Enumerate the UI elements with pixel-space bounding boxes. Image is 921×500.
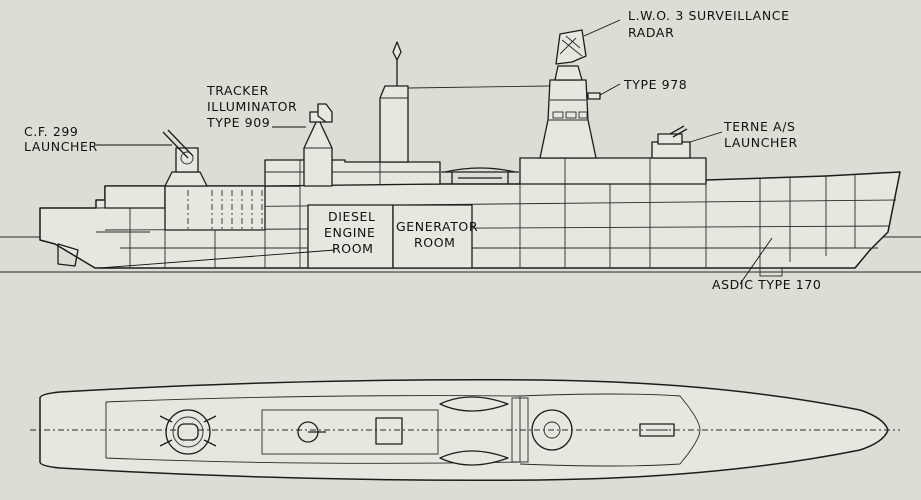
superstructure <box>264 159 441 187</box>
generator-room <box>392 204 473 269</box>
plan-fore-deck <box>519 393 701 467</box>
diesel-engine-room <box>307 204 394 269</box>
label-type978: TYPE 978 <box>623 77 687 92</box>
label-lwo3-2: RADAR <box>628 25 674 40</box>
terne-launcher <box>651 125 691 159</box>
label-lwo3-1: L.W.O. 3 SURVEILLANCE <box>628 8 790 23</box>
label-diesel-2: ENGINE <box>324 225 375 240</box>
plan-boat-port <box>439 396 509 412</box>
label-tracker-2: ILLUMINATOR <box>207 99 297 114</box>
superstructure-aft-step <box>164 185 266 231</box>
forward-deckhouse <box>519 157 707 185</box>
plan-funnel <box>375 417 403 445</box>
tracker-illuminator <box>303 103 333 187</box>
plan-view <box>30 379 900 481</box>
label-diesel-1: DIESEL <box>328 209 376 224</box>
label-tracker-1: TRACKER <box>206 83 269 98</box>
main-mast <box>539 29 601 159</box>
plan-superstructure <box>261 409 439 455</box>
cf299-launcher <box>162 129 208 187</box>
plan-terne <box>639 423 675 437</box>
side-elevation <box>0 19 921 285</box>
label-cf299-2: LAUNCHER <box>24 139 98 154</box>
label-cf299-1: C.F. 299 <box>24 124 79 139</box>
leader-lines <box>96 19 773 285</box>
label-terne-1: TERNE A/S <box>723 119 796 134</box>
plan-boat-stbd <box>439 450 509 466</box>
superstructure-aft <box>104 185 166 209</box>
label-terne-2: LAUNCHER <box>724 135 798 150</box>
plan-cf299 <box>159 409 217 455</box>
label-asdic: ASDIC TYPE 170 <box>712 277 821 292</box>
label-diesel-3: ROOM <box>332 241 374 256</box>
label-generator-1: GENERATOR <box>396 219 478 234</box>
label-tracker-3: TYPE 909 <box>206 115 270 130</box>
boat-davit <box>441 167 519 184</box>
plan-mast <box>531 409 573 451</box>
funnel <box>379 41 409 163</box>
asdic-dome <box>759 267 783 277</box>
aerial-wire <box>407 85 551 89</box>
vent-louvres <box>187 190 263 230</box>
label-generator-2: ROOM <box>414 235 456 250</box>
rudder <box>57 243 79 267</box>
labels: C.F. 299 LAUNCHER TRACKER ILLUMINATOR TY… <box>24 8 821 292</box>
